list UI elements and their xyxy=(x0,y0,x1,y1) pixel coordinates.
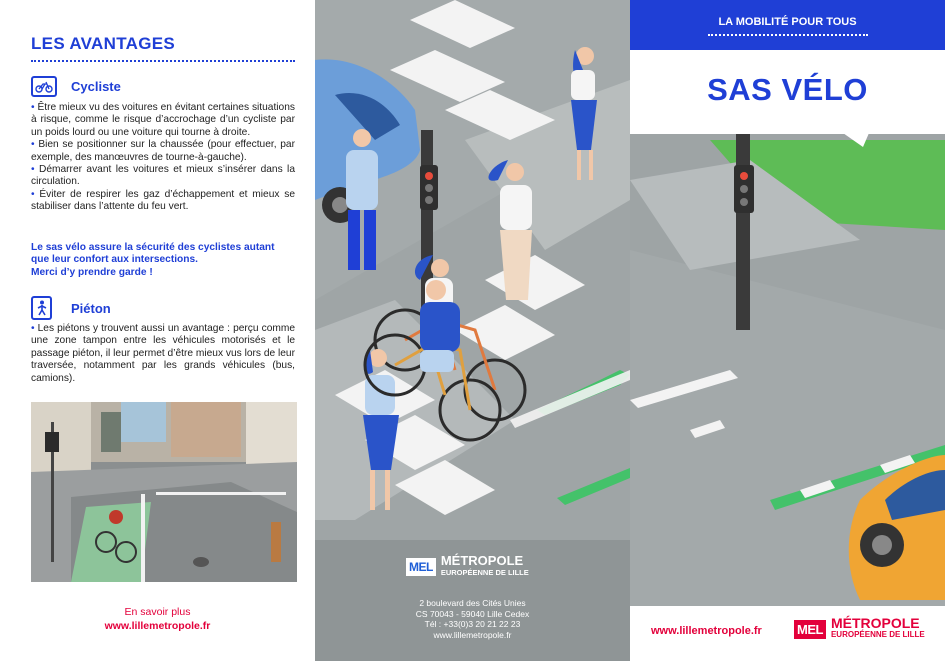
cyclist-bullet: • Être mieux vu des voitures en évitant … xyxy=(31,102,295,138)
title-pointer xyxy=(843,133,869,147)
address-line: 2 boulevard des Cités Unies xyxy=(419,598,526,608)
highlight-line: Le sas vélo assure la sécurité des cycli… xyxy=(31,242,275,253)
logo-sub: EUROPÉENNE DE LILLE xyxy=(830,630,925,639)
highlight-line: Merci d’y prendre garde ! xyxy=(31,266,153,278)
cyclist-label: Cycliste xyxy=(71,79,121,94)
bicycle-icon xyxy=(31,76,57,97)
middle-logo: MEL MÉTROPOLE EUROPÉENNE DE LILLE xyxy=(406,553,529,579)
intersection-illustration xyxy=(315,0,630,661)
intersection-photo xyxy=(31,402,297,582)
cyclist-heading: Cycliste xyxy=(31,76,121,97)
middle-panel xyxy=(315,0,630,661)
mel-logo-mark: MEL xyxy=(406,558,436,576)
banner-text: LA MOBILITÉ POUR TOUS xyxy=(718,16,857,28)
website-link[interactable]: www.lillemetropole.fr xyxy=(104,620,211,632)
mel-logo-mark: MEL xyxy=(794,619,826,639)
cyclist-bullet: • Éviter de respirer les gaz d’échappeme… xyxy=(31,188,295,213)
address-block: 2 boulevard des Cités Unies CS 70043 - 5… xyxy=(315,598,630,640)
advantages-title: LES AVANTAGES xyxy=(31,34,176,53)
logo-name: MÉTROPOLE xyxy=(440,553,524,568)
middle-logo-text: MÉTROPOLE EUROPÉENNE DE LILLE xyxy=(440,553,529,579)
pedestrian-label: Piéton xyxy=(71,300,111,316)
page-title: SAS VÉLO xyxy=(707,72,868,107)
highlight-line: que leur confort aux intersections. xyxy=(31,254,198,266)
banner-divider xyxy=(708,34,868,36)
address-line: CS 70043 - 59040 Lille Cedex xyxy=(415,608,530,619)
safety-highlight: Le sas vélo assure la sécurité des cycli… xyxy=(31,242,297,279)
pedestrian-bullet: • Les piétons y trouvent aussi un avanta… xyxy=(31,323,295,384)
footer-website-link[interactable]: www.lillemetropole.fr xyxy=(651,625,762,637)
right-logo: MEL MÉTROPOLE EUROPÉENNE DE LILLE xyxy=(794,615,925,641)
right-footer xyxy=(630,606,945,661)
cyclist-bullet: • Démarrer avant les voitures et mieux s… xyxy=(31,164,295,188)
cyclist-text: • Être mieux vu des voitures en évitant … xyxy=(31,102,295,214)
pedestrian-icon xyxy=(31,296,52,320)
more-info-label: En savoir plus xyxy=(124,606,191,618)
cyclist-bullet: • Bien se positionner sur la chaussée (p… xyxy=(31,139,295,163)
right-logo-text: MÉTROPOLE EUROPÉENNE DE LILLE xyxy=(830,615,925,641)
pedestrian-text: • Les piétons y trouvent aussi un avanta… xyxy=(31,323,295,385)
address-line: Tél : +33(0)3 20 21 22 23 xyxy=(424,619,521,629)
logo-sub: EUROPÉENNE DE LILLE xyxy=(440,568,529,577)
pedestrian-heading: Piéton xyxy=(31,296,111,320)
title-box xyxy=(630,50,945,134)
title-divider xyxy=(31,60,295,62)
top-banner xyxy=(630,0,945,50)
logo-name: MÉTROPOLE xyxy=(830,615,920,631)
address-line[interactable]: www.lillemetropole.fr xyxy=(433,629,512,640)
